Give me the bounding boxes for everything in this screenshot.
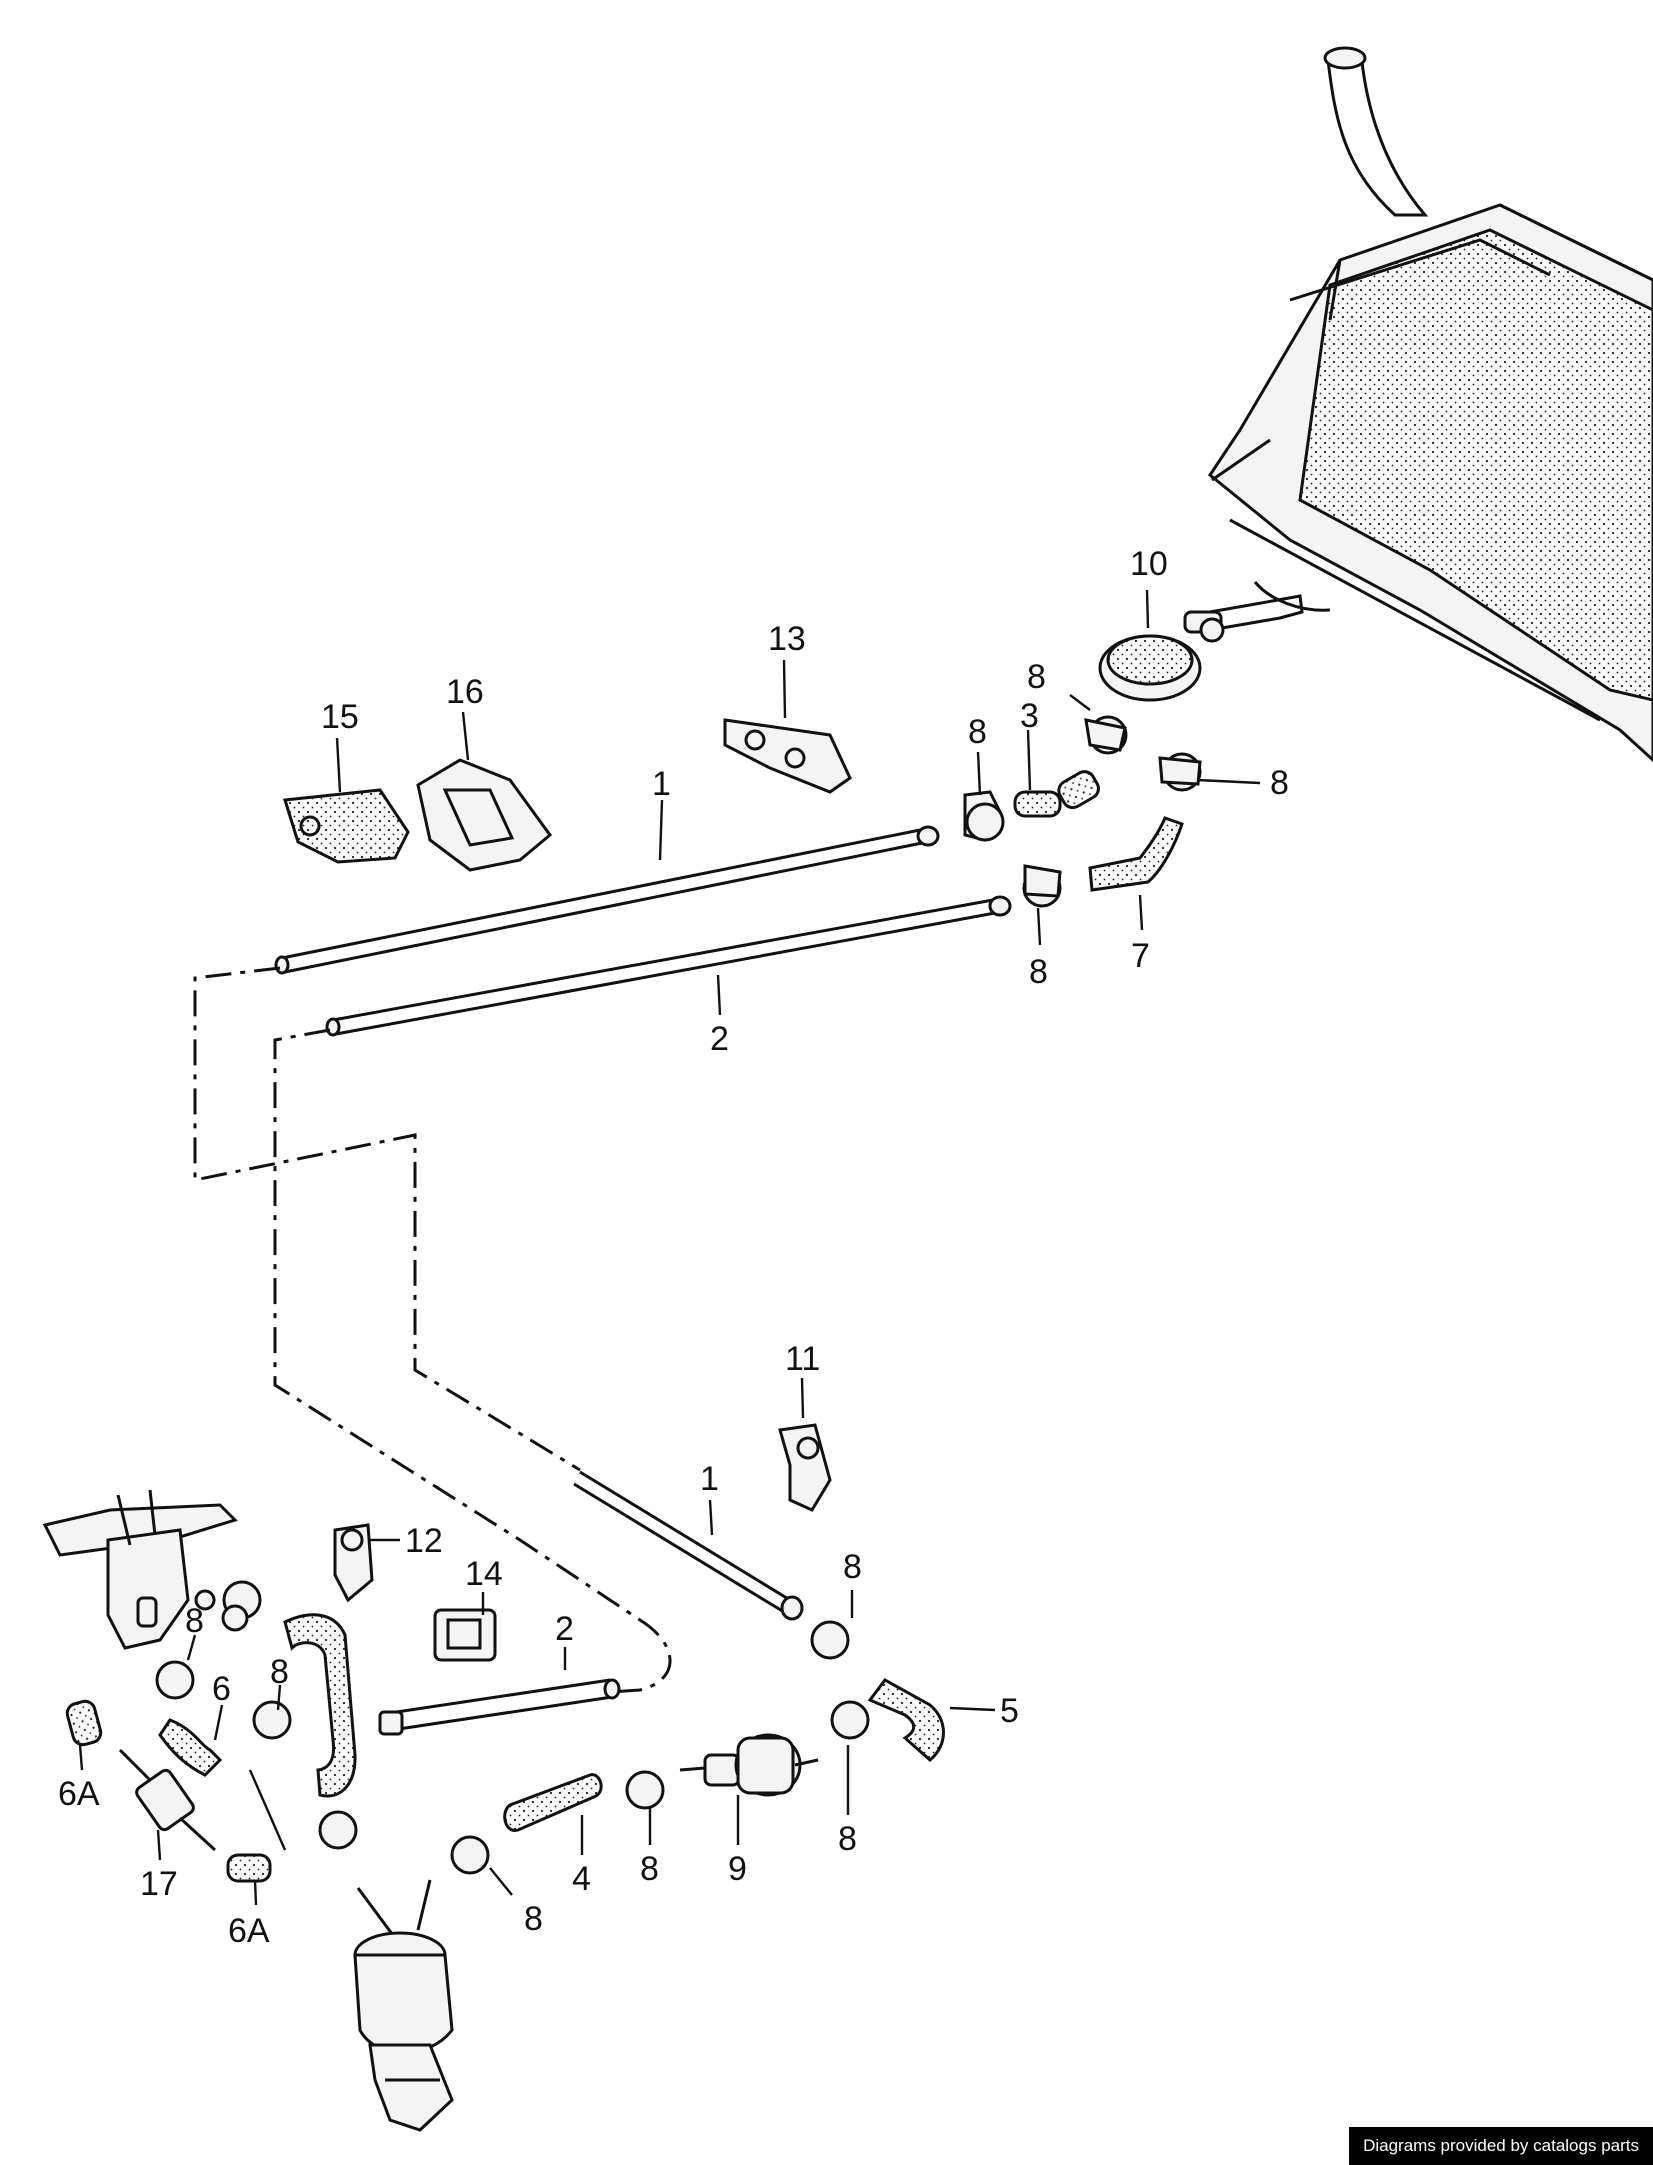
callout-17: 17	[140, 1865, 178, 1903]
accumulator-left	[42, 1489, 238, 1650]
callout-8-d: 8	[1029, 953, 1048, 991]
callout-8-j: 8	[270, 1653, 289, 1691]
callout-8-c: 8	[1270, 764, 1289, 802]
fuel-pipe-2-upper	[325, 895, 1012, 1037]
callout-8-f: 8	[838, 1820, 857, 1858]
leader-lines	[78, 589, 1261, 1906]
hose-main-lower	[283, 1613, 357, 1798]
callout-8-b: 8	[968, 713, 987, 751]
upper-hoses-and-clips	[963, 715, 1202, 908]
hose-5	[867, 1678, 945, 1762]
callout-6a-lower: 6A	[228, 1912, 270, 1950]
callout-4: 4	[572, 1860, 591, 1898]
fuel-filter-9	[679, 1733, 819, 1797]
callout-16: 16	[446, 673, 484, 711]
bracket-13	[723, 718, 852, 794]
callout-3: 3	[1020, 697, 1039, 735]
hose-6	[158, 1718, 223, 1777]
bracket-16	[416, 758, 553, 872]
callout-1-upper: 1	[652, 765, 671, 803]
callout-7: 7	[1131, 937, 1150, 975]
hose-6a	[65, 1699, 272, 1883]
callout-8-a: 8	[1027, 658, 1046, 696]
fuel-pipe-2-lower	[378, 1678, 621, 1736]
callout-12: 12	[405, 1522, 443, 1560]
routing-lines	[193, 966, 672, 1694]
callout-8-i: 8	[185, 1602, 204, 1640]
fuel-pipe-1-lower	[573, 1470, 804, 1621]
lower-clips	[155, 1580, 870, 1875]
callout-2-lower: 2	[555, 1610, 574, 1648]
fuel-sender-cap	[1098, 594, 1304, 702]
callout-10: 10	[1130, 545, 1168, 583]
credit-banner: Diagrams provided by catalogs parts	[1349, 2127, 1653, 2165]
callout-11: 11	[785, 1340, 820, 1378]
callout-5: 5	[1000, 1692, 1019, 1730]
clip-11	[778, 1423, 832, 1512]
callout-6a-upper: 6A	[58, 1775, 100, 1813]
callout-8-g: 8	[640, 1850, 659, 1888]
callout-8-h: 8	[524, 1900, 543, 1938]
callout-1-lower: 1	[700, 1460, 719, 1498]
callout-6: 6	[212, 1670, 231, 1708]
callout-2-upper: 2	[710, 1020, 729, 1058]
callout-15: 15	[321, 698, 359, 736]
callout-14: 14	[465, 1555, 503, 1593]
callout-13: 13	[768, 620, 806, 658]
bracket-15	[283, 788, 410, 864]
hose-4	[503, 1773, 603, 1832]
callout-labels: 1 2 3 8 8 8 8 7 10 13 15 16 11 1 8 5 8 9…	[58, 545, 1289, 1950]
callout-9: 9	[728, 1850, 747, 1888]
fuel-pipe-1-upper	[274, 825, 940, 975]
clip-14	[433, 1608, 497, 1662]
fuel-injector-17	[118, 1748, 217, 1852]
fuel-pump-bottom	[353, 1879, 454, 2132]
clip-12	[333, 1523, 374, 1603]
callout-8-e: 8	[843, 1548, 862, 1586]
fuel-tank	[1207, 46, 1653, 763]
